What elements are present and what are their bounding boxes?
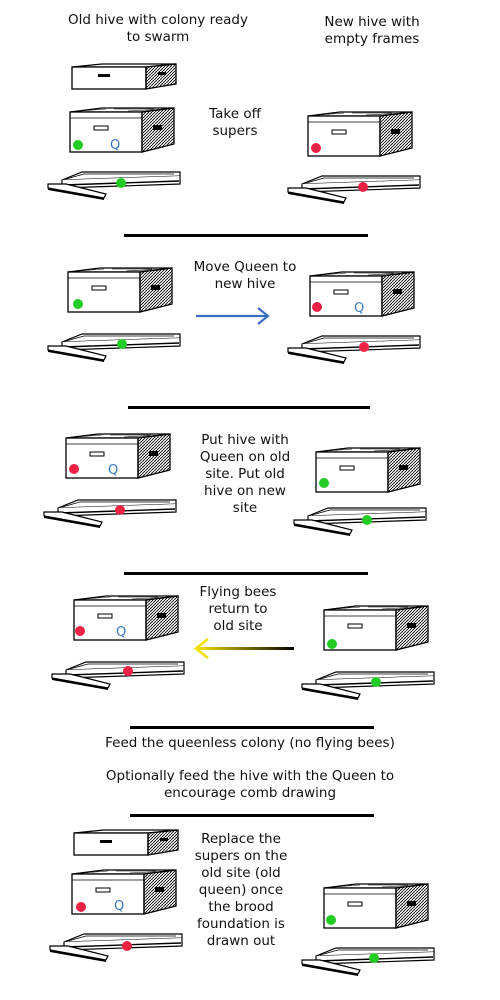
queen-hive-floor <box>51 661 185 691</box>
new-site-floor <box>301 947 435 977</box>
new-hive-label: New hive with empty frames <box>324 14 420 47</box>
red-marker <box>115 505 125 515</box>
queen-hive-brood-box: Q <box>65 433 171 479</box>
queen-marker: Q <box>114 899 124 914</box>
red-marker <box>311 143 321 153</box>
take-off-supers-label: Take off supers <box>209 106 261 139</box>
old-hive-brood-box <box>323 605 429 651</box>
red-marker <box>76 902 86 912</box>
red-marker <box>75 626 85 636</box>
queen-marker: Q <box>108 463 118 478</box>
queen-marker: Q <box>354 301 364 316</box>
red-marker <box>358 182 368 192</box>
green-marker <box>117 339 127 349</box>
new-hive-floor <box>287 175 421 205</box>
red-marker <box>123 666 133 676</box>
green-marker <box>326 915 336 925</box>
new-hive-brood-box: Q <box>309 271 415 317</box>
feed-queenless-text: Feed the queenless colony (no flying bee… <box>105 735 395 751</box>
green-marker <box>73 299 83 309</box>
red-marker <box>359 342 369 352</box>
queen-hive-brood-box: Q <box>73 595 179 641</box>
old-site-floor <box>49 933 183 963</box>
old-hive-floor <box>301 671 435 701</box>
old-hive-floor <box>293 507 427 537</box>
old-hive-floor <box>47 171 181 201</box>
bees-return-arrow <box>193 637 294 660</box>
flying-bees-label: Flying bees return to old site <box>199 584 277 634</box>
old-site-super <box>73 829 179 856</box>
new-hive-floor <box>287 335 421 365</box>
old-hive-brood-box <box>67 267 173 313</box>
green-marker <box>73 140 83 150</box>
green-marker <box>362 515 372 525</box>
divider <box>124 572 368 575</box>
green-marker <box>116 178 126 188</box>
red-marker <box>122 941 132 951</box>
green-marker <box>369 953 379 963</box>
old-hive-label: Old hive with colony ready to swarm <box>68 12 248 45</box>
old-hive-super <box>71 63 177 90</box>
divider <box>130 814 374 817</box>
new-site-brood-box <box>323 883 429 929</box>
old-hive-brood-box <box>315 447 421 493</box>
move-queen-arrow <box>196 307 270 325</box>
old-site-brood-box: Q <box>71 869 177 915</box>
red-marker <box>69 464 79 474</box>
move-queen-label: Move Queen to new hive <box>193 259 297 292</box>
queen-marker: Q <box>116 625 126 640</box>
divider <box>124 234 368 237</box>
green-marker <box>327 639 337 649</box>
green-marker <box>371 677 381 687</box>
optionally-feed-text: Optionally feed the hive with the Queen … <box>105 768 395 801</box>
swap-hives-label: Put hive with Queen on old site. Put old… <box>199 432 291 516</box>
divider <box>130 726 374 729</box>
queen-marker: Q <box>110 138 120 153</box>
new-hive-brood-box <box>307 111 413 157</box>
red-marker <box>312 302 322 312</box>
queen-hive-floor <box>43 499 177 529</box>
old-hive-brood-box: Q <box>69 107 175 153</box>
replace-supers-label: Replace the supers on the old site (old … <box>194 831 288 949</box>
divider <box>128 406 370 409</box>
old-hive-floor <box>47 333 181 363</box>
green-marker <box>319 478 329 488</box>
